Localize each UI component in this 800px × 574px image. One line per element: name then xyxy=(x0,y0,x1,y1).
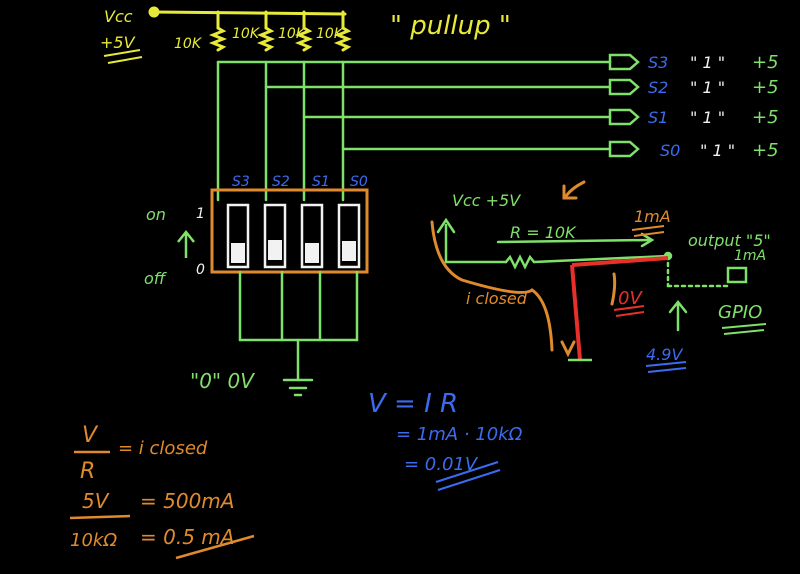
switch-s2-knob xyxy=(268,240,282,260)
detail-circuit xyxy=(436,217,748,332)
one-label: 1 xyxy=(196,206,205,222)
eq-orange-5v: 5V xyxy=(82,489,110,513)
vcc-rail xyxy=(148,6,353,52)
dip-switch xyxy=(210,188,369,274)
plus5v-label: +5V xyxy=(100,33,136,52)
switch-label-s2: S2 xyxy=(272,174,290,190)
current-path-orange xyxy=(430,180,617,358)
detail-resistor-icon xyxy=(504,254,536,270)
vcc-label: Vcc xyxy=(104,7,133,26)
ground-lines xyxy=(238,270,359,397)
output-s2-label: S2 xyxy=(648,78,668,97)
eq-blue-1: V = I R xyxy=(368,389,458,419)
switch-s1-knob xyxy=(305,243,319,263)
detail-current-top: 1mA xyxy=(634,207,671,226)
switch-label-s1: S1 xyxy=(312,174,330,190)
output-s3-label: S3 xyxy=(648,53,668,72)
output-arrow-s2-icon xyxy=(608,78,640,96)
detail-current-right: 1mA xyxy=(734,248,766,264)
resistor-r2-icon xyxy=(256,26,276,52)
switch-s0-toggle xyxy=(337,203,361,269)
eq-orange-500ma: = 500mA xyxy=(140,489,234,513)
switch-s3-knob xyxy=(231,243,245,263)
output-s2-volt: +5 xyxy=(752,77,779,98)
switch-s1-toggle xyxy=(300,203,324,269)
output-arrow-s3-icon xyxy=(608,53,640,71)
output-s0-volt: +5 xyxy=(752,140,779,161)
resistor-label-r0: 10K xyxy=(316,26,345,42)
iclosed-label: i closed xyxy=(466,289,528,308)
resistor-r0-icon xyxy=(333,26,353,52)
output-lines xyxy=(216,53,640,202)
voltage-label: 4.9V xyxy=(646,345,683,364)
output-s3-value: " 1 " xyxy=(690,53,725,72)
resistor-label-r2: 10K xyxy=(232,26,261,42)
output-s1-value: " 1 " xyxy=(690,108,725,127)
output-s2-value: " 1 " xyxy=(690,78,725,97)
pullup-title: " pullup " xyxy=(390,11,511,41)
output-s0-value: " 1 " xyxy=(700,141,735,160)
eq-orange-rhs: = i closed xyxy=(118,438,208,459)
eq-orange-underline xyxy=(175,534,255,560)
detail-resistor-label: R = 10K xyxy=(510,223,577,242)
output-s0-label: S0 xyxy=(660,141,680,160)
eq-orange-den: R xyxy=(80,459,95,484)
on-off-arrow-icon xyxy=(177,229,195,258)
zero-v-label: 0V xyxy=(618,288,643,309)
eq-blue-underline xyxy=(435,461,501,491)
eq-orange-10k: 10kΩ xyxy=(70,530,117,551)
ground-label: "0" 0V xyxy=(190,369,255,393)
resistor-label-r3: 10K xyxy=(174,36,203,52)
switch-label-s3: S3 xyxy=(232,174,250,190)
closed-switch-red xyxy=(568,256,669,362)
eq-blue-2: = 1mA · 10kΩ xyxy=(396,424,523,445)
eq-orange-num: V xyxy=(82,423,99,448)
resistor-r3-icon xyxy=(208,26,228,52)
output-arrow-s1-icon xyxy=(608,108,640,126)
switch-s0-knob xyxy=(342,241,356,261)
on-label: on xyxy=(146,205,166,224)
zero-label: 0 xyxy=(196,262,205,278)
eq-blue-3: = 0.01V xyxy=(404,454,479,475)
output-s3-volt: +5 xyxy=(752,52,779,73)
resistor-label-r1: 10K xyxy=(278,26,307,42)
off-label: off xyxy=(144,269,168,288)
plus5v-underline xyxy=(103,49,143,64)
detail-vcc-label: Vcc +5V xyxy=(452,191,521,210)
output-s1-label: S1 xyxy=(648,108,668,127)
switch-s2-toggle xyxy=(263,203,287,269)
output-s1-volt: +5 xyxy=(752,107,779,128)
detail-output-label: output "5" xyxy=(688,231,771,250)
switch-label-s0: S0 xyxy=(350,174,368,190)
resistor-r1-icon xyxy=(294,26,314,52)
gpio-pin-icon xyxy=(726,266,748,284)
detail-underlines xyxy=(613,225,767,373)
switch-s3-toggle xyxy=(226,203,250,269)
output-arrow-s0-icon xyxy=(608,140,640,158)
gpio-label: GPIO xyxy=(718,302,762,323)
gpio-arrow-icon xyxy=(668,299,688,332)
